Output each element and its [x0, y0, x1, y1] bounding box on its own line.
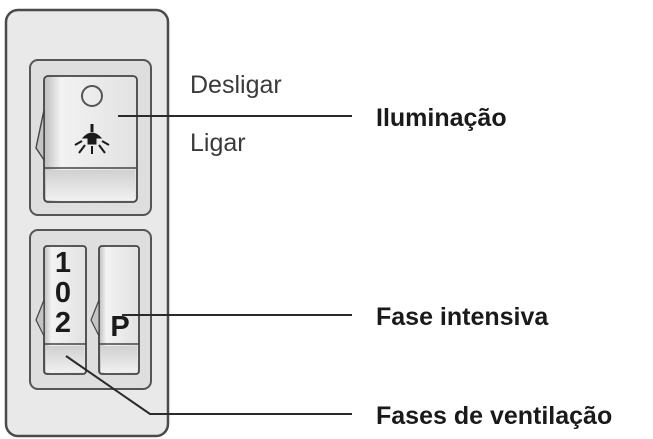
label-intensive: Fase intensiva	[376, 303, 549, 331]
fan-digit-2: 2	[55, 307, 71, 339]
fan-digit-1: 1	[55, 247, 71, 279]
intensive-letter: P	[110, 311, 129, 343]
label-on: Ligar	[190, 129, 246, 157]
label-lighting: Iluminação	[376, 104, 507, 132]
intensive-key[interactable]: P	[90, 245, 140, 375]
fan-digit-0: 0	[55, 277, 71, 309]
fan-stage-key[interactable]: 1 0 2	[35, 245, 87, 375]
leader-fan-stages	[65, 355, 352, 415]
circle-icon	[81, 85, 103, 107]
light-rocker-switch[interactable]	[35, 75, 138, 203]
label-fan-stages: Fases de ventilação	[376, 402, 612, 430]
lamp-icon	[74, 124, 110, 154]
label-off: Desligar	[190, 71, 282, 99]
